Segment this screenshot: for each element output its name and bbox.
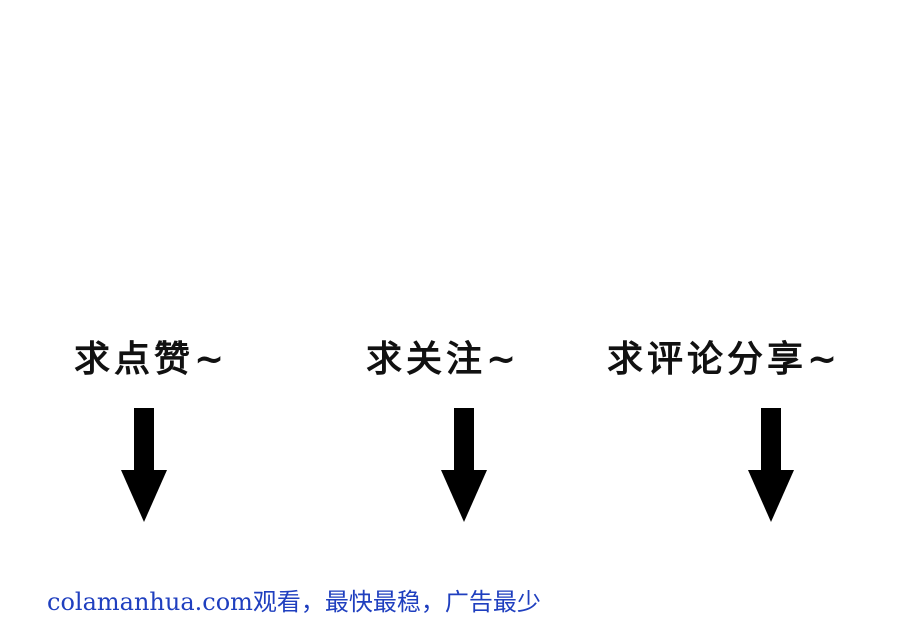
follow-prompt: 求关注~ [366, 339, 521, 380]
arrow-down-icon [748, 408, 794, 522]
site-footer-notice: colamanhua.com观看，最快最稳，广告最少 [47, 588, 541, 616]
arrow-down-icon [441, 408, 487, 522]
like-prompt: 求点赞~ [74, 339, 229, 380]
comment-share-prompt: 求评论分享~ [607, 339, 842, 380]
arrow-down-icon [121, 408, 167, 522]
